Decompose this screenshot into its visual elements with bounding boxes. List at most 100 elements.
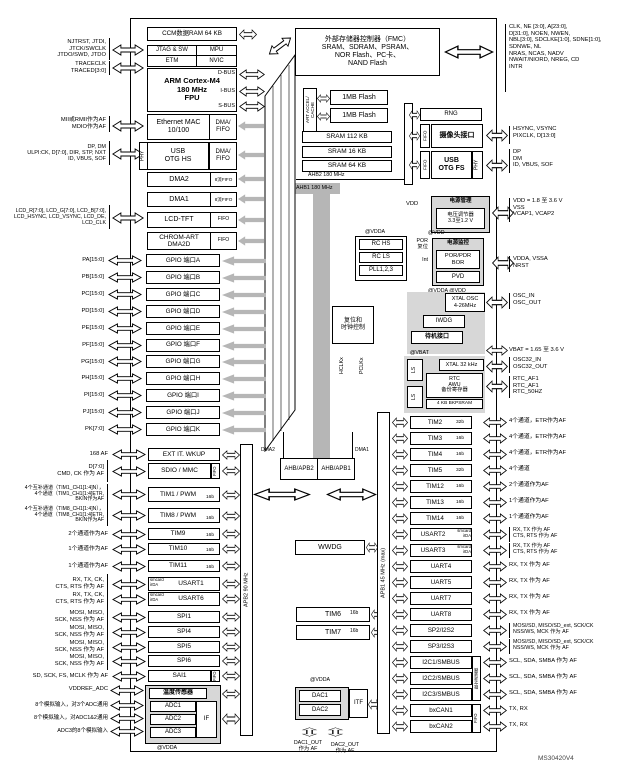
path-el — [483, 449, 507, 460]
path-el — [392, 657, 408, 668]
svg-el — [238, 150, 264, 160]
path-el — [483, 657, 507, 668]
gpio-pin-arrow — [108, 373, 142, 385]
sram112-box: SRAM 112 KB — [302, 131, 392, 143]
debug-arrow — [112, 44, 144, 56]
usbfs-fifo-tag: FIFO — [420, 151, 430, 179]
flash1-arrow — [317, 94, 330, 103]
i-bus-arrow — [239, 86, 265, 97]
path-el — [112, 44, 144, 56]
path-el — [492, 206, 514, 220]
osc32-ext-signals: OSC32_IN OSC32_OUT — [509, 357, 589, 373]
dma1-box: DMA1 — [147, 192, 211, 207]
path-el — [108, 322, 142, 334]
apb1-bridge-arrow — [326, 488, 377, 501]
path-el — [317, 94, 330, 103]
polygon-el — [264, 54, 296, 452]
path-el — [222, 425, 266, 435]
tim8-pwm-box: TIM8 / PWM — [148, 508, 220, 523]
ethernet-mac-box: Ethernet MAC 10/100 — [147, 114, 210, 140]
apb2-bus-arrow — [222, 612, 240, 622]
tim5-box: TIM5 — [410, 464, 472, 477]
dac1-out-label: DAC1_OUT 作为 AF — [293, 740, 323, 753]
svg-el — [486, 129, 508, 142]
apb2-bus-arrow — [222, 449, 240, 460]
chrom-gray-arrow — [238, 236, 264, 246]
svg-el — [222, 671, 240, 681]
path-el — [112, 528, 146, 540]
apb1-ext-signals: 4个通道 — [509, 466, 530, 472]
svg-el — [483, 577, 507, 588]
svg-el — [238, 215, 264, 225]
svg-el — [483, 529, 507, 540]
path-el — [108, 288, 142, 300]
svg-el — [222, 689, 240, 699]
svg-el — [112, 528, 146, 540]
apb2-signal-label: D[7:0] CMD, CK 作为 AF — [0, 460, 108, 482]
svg-el — [222, 449, 240, 460]
path-el — [110, 685, 144, 696]
apb1-ext-signals: RX, TX 作为 AF — [509, 562, 550, 568]
periph-bits: 16b — [456, 436, 465, 441]
apb2-signal-label: RX, TX, CK, CTS, RTS 作为 AF — [0, 574, 108, 594]
i2c2-smbus-box: I2C2/SMBUS — [410, 672, 472, 685]
gpio-ahb1-gray-arrow — [222, 273, 266, 283]
svg-el — [483, 449, 507, 460]
gpio-ahb1-gray-arrow — [222, 374, 266, 384]
path-el — [239, 29, 257, 40]
svg-el — [110, 700, 144, 711]
apb1-bus-arrow — [392, 529, 408, 540]
gpio-pins-label: PK[7:0] — [84, 426, 104, 433]
tim13-box: TIM13 — [410, 496, 472, 509]
tim12-box: TIM12 — [410, 480, 472, 493]
path-el — [222, 357, 266, 367]
svg-el — [392, 609, 408, 620]
path-el — [483, 577, 507, 588]
lcd-signals-label: LCD_R[7:0], LCD_G[7:0], LCD_B[7:0], LCD_… — [0, 205, 110, 229]
svg-el — [239, 29, 257, 40]
path-el — [108, 272, 142, 283]
i-bus-label: I-BUS — [220, 88, 235, 94]
bkpsram-box: 4 KB BKPSRAM — [426, 399, 483, 409]
apb1-ext-arrow — [483, 657, 507, 668]
svg-el — [253, 488, 311, 501]
sp3-i2s3-box: SP3/I2S3 — [410, 640, 472, 653]
apb2-signal-label: 2个通道作为AF — [68, 530, 108, 537]
path-el — [108, 424, 142, 435]
svg-el — [409, 160, 420, 170]
adc3-arrow — [110, 726, 144, 737]
path-el — [483, 481, 507, 492]
camera-ext-arrow — [486, 129, 508, 142]
s-bus-arrow — [239, 101, 265, 112]
usb-hs-dma-fifo-box: DMA/ FIFO — [209, 142, 237, 170]
rc-ls-box: RC LS — [359, 252, 403, 263]
trace-signals-label: TRACECLK TRACED[3:0] — [28, 61, 110, 75]
path-el — [392, 593, 408, 604]
vbat-supply-label: @VBAT — [410, 350, 429, 356]
rng-box: RNG — [420, 108, 482, 121]
apb1-ext-signals: SCL, SDA, SMBA 作为 AF — [509, 674, 577, 680]
svg-el — [392, 721, 408, 732]
path-el — [112, 489, 146, 500]
ahb-apb2-bridge: AHB/APB2 — [280, 458, 318, 480]
path-el — [222, 324, 266, 334]
tim9-box: TIM9 — [148, 528, 220, 540]
path-el — [112, 465, 146, 477]
tim11-box: TIM11 — [148, 560, 220, 572]
spi1-box: SPI1 — [148, 611, 220, 623]
svg-el — [222, 579, 240, 589]
dma1-bridge-line — [352, 432, 353, 458]
adc3-box: ADC3 — [150, 727, 196, 738]
path-el — [238, 236, 264, 246]
apb1-ext-arrow — [483, 673, 507, 684]
gpio-pins-label: PE[15:0] — [81, 324, 104, 331]
path-el — [392, 417, 408, 428]
apb1-ext-signals: RX, TX 作为 AF CTS, RTS 作为 AF — [509, 527, 623, 542]
path-el — [222, 489, 240, 500]
svg-el — [110, 685, 144, 696]
path-el — [222, 391, 266, 401]
path-el — [110, 726, 144, 737]
sram64-box: SRAM 64 KB — [302, 160, 392, 172]
uart4-box: UART4 — [410, 560, 472, 573]
path-el — [392, 449, 408, 460]
